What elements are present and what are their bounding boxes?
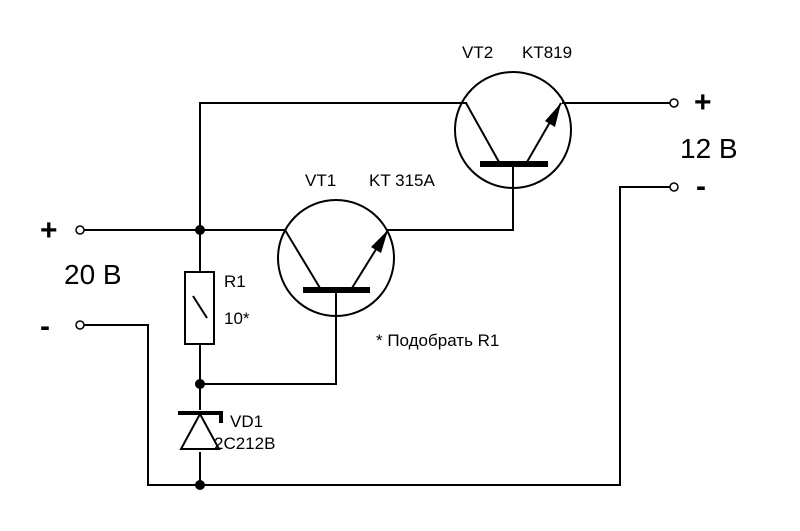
vt1-transistor	[277, 199, 395, 317]
vd1-zener-diode	[178, 410, 223, 452]
vt1-part-label: KT 315A	[369, 171, 436, 190]
vt2-part-label: KT819	[522, 43, 572, 62]
output-minus-sign: -	[696, 170, 706, 203]
vd1-part-label: 2C212B	[214, 434, 275, 453]
terminal-input-plus	[75, 225, 85, 235]
vd1-ref-label: VD1	[230, 412, 263, 431]
junction-dot-top	[195, 225, 205, 235]
input-voltage-label: 20 B	[64, 259, 122, 290]
vt1-ref-label: VT1	[305, 171, 336, 190]
wire-vt1-emitter-vt2-base	[387, 163, 514, 231]
r1-resistor	[184, 271, 215, 345]
wires	[79, 102, 671, 486]
terminal-output-minus	[669, 182, 679, 192]
input-minus-sign: -	[40, 310, 50, 343]
wire-vt1-base	[199, 289, 337, 385]
terminal-input-minus	[75, 320, 85, 330]
vt2-transistor	[454, 71, 572, 189]
vt2-ref-label: VT2	[462, 43, 493, 62]
r1-value-label: 10*	[224, 309, 250, 328]
junction-dot-middle	[195, 379, 205, 389]
terminal-output-plus	[669, 98, 679, 108]
wire-input-minus	[79, 186, 671, 486]
input-plus-sign: +	[40, 214, 58, 247]
note-label: * Подобрать R1	[376, 331, 499, 350]
output-plus-sign: +	[694, 86, 712, 119]
r1-ref-label: R1	[224, 272, 246, 291]
output-voltage-label: 12 B	[680, 133, 738, 164]
junction-dot-bottom	[195, 480, 205, 490]
